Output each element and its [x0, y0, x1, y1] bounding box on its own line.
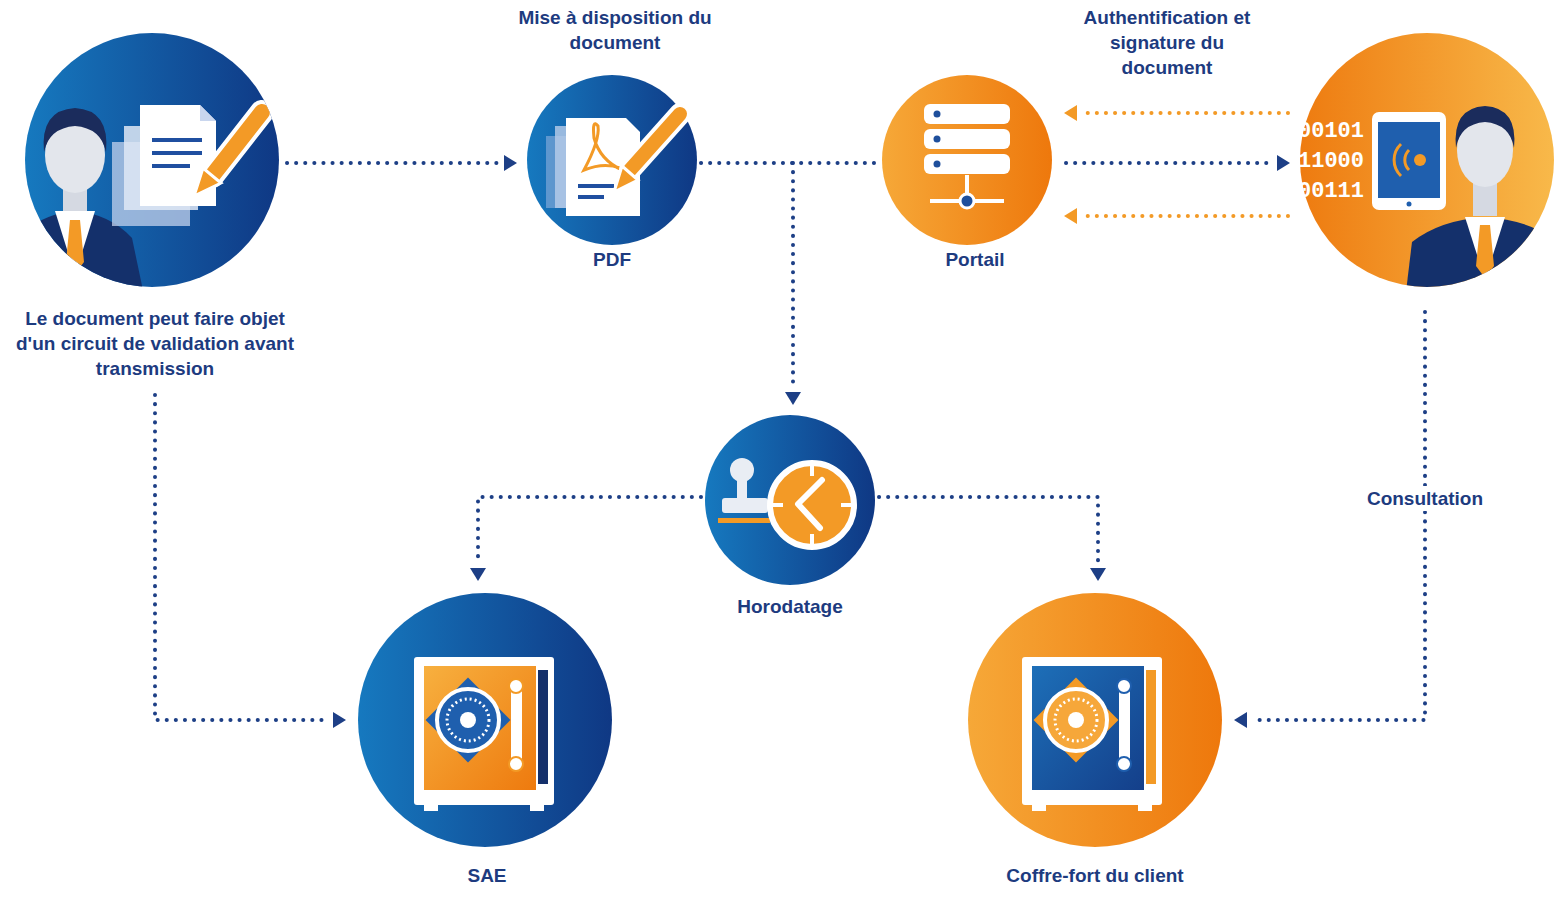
circle-node: Le document peut faire objet d'un circui…	[25, 33, 279, 287]
circle-outline	[527, 75, 697, 245]
circle-outline	[882, 75, 1052, 245]
dotted-connector	[1064, 105, 1288, 121]
circle-node: Portail	[882, 75, 1052, 245]
dotted-connector	[701, 163, 878, 164]
circle-shape	[968, 593, 1222, 847]
node-label: Horodatage	[700, 594, 880, 619]
binary-text: 00101 11000 00111	[1298, 117, 1376, 207]
dotted-line	[287, 161, 499, 165]
arrow-head	[1064, 208, 1077, 224]
dotted-connector	[287, 155, 517, 171]
dotted-connector	[785, 163, 801, 405]
dotted-connector	[1064, 208, 1288, 224]
edge-label: Authentification et signature du documen…	[1077, 5, 1257, 80]
arrow-head	[1234, 712, 1247, 728]
circle-node: Horodatage	[705, 415, 875, 585]
circle-shape	[527, 75, 697, 245]
circle-node: 00101 11000 00111	[1300, 33, 1554, 287]
circle-shape	[705, 415, 875, 585]
circle-outline	[358, 593, 612, 847]
dotted-connector	[470, 497, 701, 581]
circle-shape	[25, 33, 279, 287]
arrow-head	[470, 568, 486, 581]
node-label: Mise à disposition du document	[515, 5, 715, 55]
edge-label: Consultation	[1350, 486, 1500, 511]
circle-shape	[882, 75, 1052, 245]
dotted-connector	[879, 497, 1106, 581]
circle-shape	[358, 593, 612, 847]
arrow-head	[1277, 155, 1290, 171]
dotted-line	[1082, 214, 1288, 218]
circle-node: Mise à disposition du documentPDF	[527, 75, 697, 245]
arrow-head	[1090, 568, 1106, 581]
circle-node: SAE	[358, 593, 612, 847]
dotted-line	[1082, 111, 1288, 115]
circle-node: Coffre-fort du client	[968, 593, 1222, 847]
node-label: Le document peut faire objet d'un circui…	[9, 306, 301, 381]
dotted-line	[701, 161, 878, 165]
arrow-head	[333, 712, 346, 728]
dotted-line	[791, 163, 795, 387]
circle-outline	[968, 593, 1222, 847]
dotted-line	[1066, 161, 1272, 165]
dotted-line	[1252, 312, 1425, 720]
dotted-line	[478, 497, 701, 563]
arrow-head	[504, 155, 517, 171]
dotted-connector	[1234, 312, 1425, 728]
dotted-line	[879, 497, 1098, 563]
node-label: Portail	[915, 247, 1035, 272]
circle-outline	[25, 33, 279, 287]
circle-outline	[705, 415, 875, 585]
dotted-connector	[155, 395, 346, 728]
dotted-line	[155, 395, 328, 720]
arrow-head	[785, 392, 801, 405]
arrow-head	[1064, 105, 1077, 121]
node-label: Coffre-fort du client	[995, 863, 1195, 888]
node-label: SAE	[437, 863, 537, 888]
dotted-connector	[1066, 155, 1290, 171]
node-label: PDF	[562, 247, 662, 272]
